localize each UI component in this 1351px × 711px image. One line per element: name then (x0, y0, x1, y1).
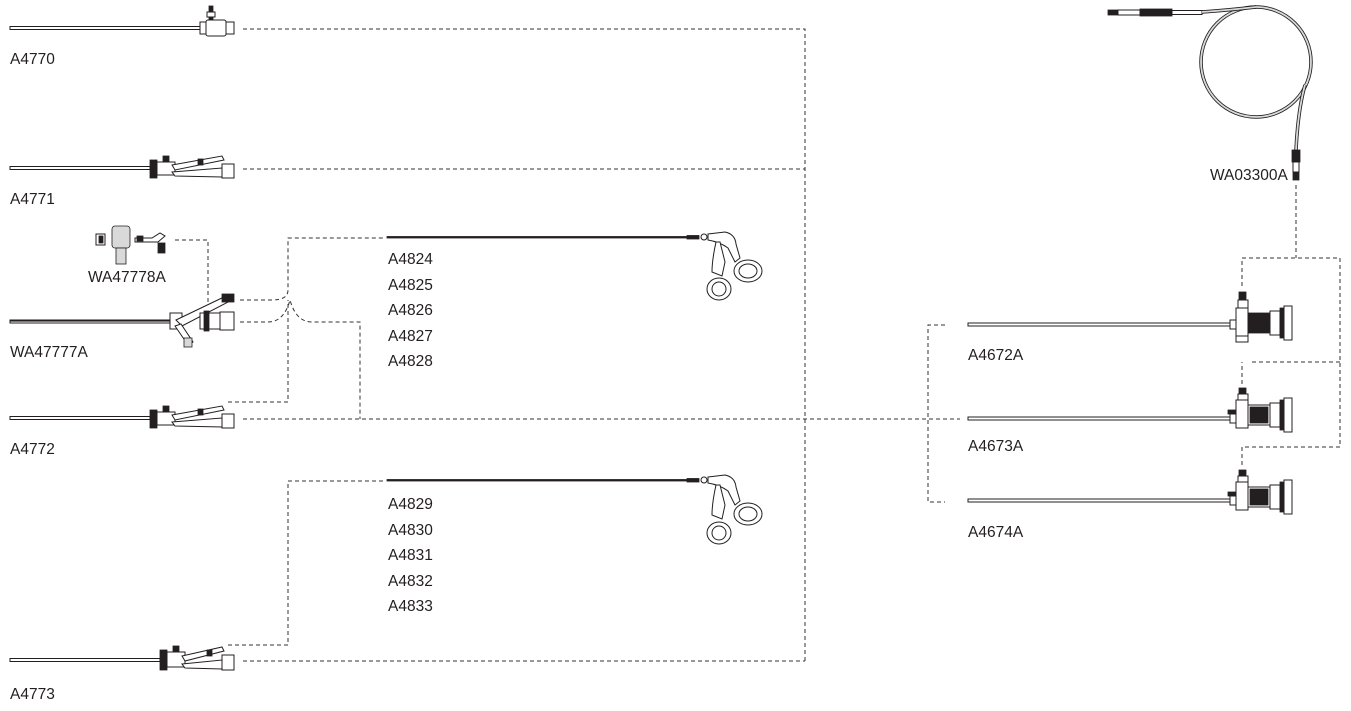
label-forceps-item: A4824 (388, 251, 433, 268)
adapter-wa47778a-drawing (95, 225, 166, 265)
label-forceps-item: A4832 (388, 572, 433, 590)
label-forceps-item: A4827 (388, 327, 433, 345)
label-forceps-item: A4828 (388, 353, 433, 370)
sheath-wa47777a-drawing (9, 293, 235, 348)
label-a4771: A4771 (10, 191, 55, 208)
label-wa47778a: WA47778A (88, 269, 166, 286)
scope-a4674a-drawing (967, 469, 1293, 515)
scope-a4672a-drawing (967, 291, 1293, 343)
cable-wa03300a-drawing (1107, 5, 1313, 181)
forceps-1-drawing (386, 231, 763, 301)
forceps-group-2-labels: A4829 A4830 A4831 A4832 A4833 (388, 492, 433, 620)
label-forceps-item: A4831 (388, 547, 433, 564)
label-forceps-item: A4833 (388, 598, 433, 615)
label-wa03300a: WA03300A (1210, 167, 1288, 184)
sheath-a4771-drawing (9, 155, 235, 179)
label-forceps-item: A4825 (388, 276, 433, 294)
forceps-2-drawing (386, 474, 763, 545)
label-a4672a: A4672A (968, 347, 1024, 364)
label-a4772: A4772 (10, 441, 55, 458)
label-a4773: A4773 (10, 686, 55, 703)
label-forceps-item: A4830 (388, 521, 433, 539)
label-a4673a: A4673A (968, 438, 1024, 455)
label-forceps-item: A4829 (388, 496, 433, 513)
label-wa47777a: WA47777A (10, 344, 88, 361)
sheath-a4773-drawing (9, 645, 235, 671)
forceps-group-1-labels: A4824 A4825 A4826 A4827 A4828 (388, 247, 433, 375)
label-a4674a: A4674A (968, 524, 1024, 541)
label-a4770: A4770 (10, 51, 55, 68)
sheath-a4772-drawing (9, 405, 235, 429)
scope-a4673a-drawing (967, 387, 1293, 433)
connector-lines (175, 28, 1341, 662)
sheath-a4770-drawing (9, 5, 235, 37)
label-forceps-item: A4826 (388, 302, 433, 319)
